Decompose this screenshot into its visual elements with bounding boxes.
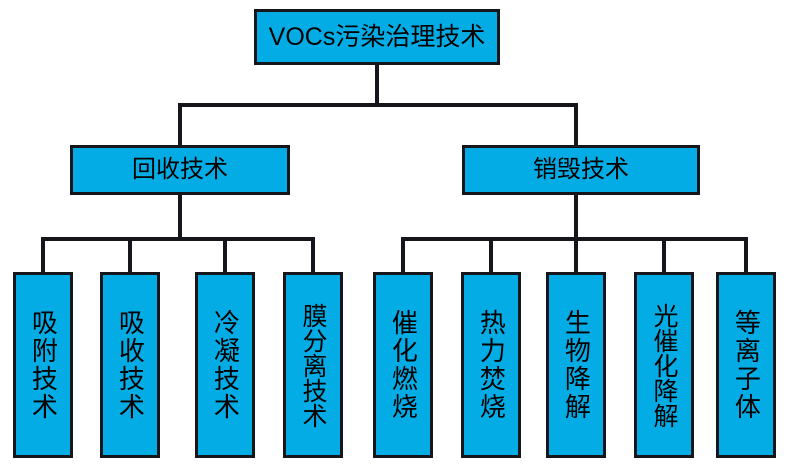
node-membrane-separation[interactable]: 膜分离技术 xyxy=(283,272,343,458)
connector-drop-thermal-incineration xyxy=(489,237,493,274)
node-recovery[interactable]: 回收技术 xyxy=(70,145,290,195)
connector-drop-recovery xyxy=(178,103,182,147)
node-absorption-label: 吸收技术 xyxy=(115,309,146,421)
node-plasma[interactable]: 等离子体 xyxy=(716,272,776,458)
connector-drop-destruction xyxy=(574,103,578,147)
connector-drop-photocatalytic xyxy=(662,237,666,274)
connector-drop-biodegradation xyxy=(574,237,578,274)
connector-level2-bus xyxy=(178,103,578,107)
connector-drop-plasma xyxy=(744,237,748,274)
connector-left-leaf-bus xyxy=(41,237,315,241)
node-condensation[interactable]: 冷凝技术 xyxy=(195,272,255,458)
connector-drop-condensation xyxy=(223,237,227,274)
connector-drop-catalytic-combustion xyxy=(401,237,405,274)
connector-drop-absorption xyxy=(128,237,132,274)
connector-recovery-stem xyxy=(178,195,182,239)
node-root-label: VOCs污染治理技术 xyxy=(268,22,486,51)
node-adsorption-label: 吸附技术 xyxy=(28,309,59,421)
node-destruction[interactable]: 销毁技术 xyxy=(462,145,700,195)
node-photocatalytic-degradation-label: 光催化降解 xyxy=(650,302,678,428)
connector-root-stem xyxy=(375,65,379,105)
connector-drop-membrane xyxy=(311,237,315,274)
node-thermal-incineration-label: 热力焚烧 xyxy=(476,309,507,421)
node-photocatalytic-degradation[interactable]: 光催化降解 xyxy=(634,272,694,458)
node-recovery-label: 回收技术 xyxy=(132,156,228,183)
node-destruction-label: 销毁技术 xyxy=(533,156,629,183)
node-root[interactable]: VOCs污染治理技术 xyxy=(254,9,500,65)
node-biodegradation-label: 生物降解 xyxy=(561,309,592,421)
connector-drop-adsorption xyxy=(41,237,45,274)
node-biodegradation[interactable]: 生物降解 xyxy=(546,272,606,458)
node-membrane-separation-label: 膜分离技术 xyxy=(299,302,327,428)
node-plasma-label: 等离子体 xyxy=(731,309,762,421)
node-absorption[interactable]: 吸收技术 xyxy=(100,272,160,458)
connector-destruction-stem xyxy=(574,195,578,239)
node-condensation-label: 冷凝技术 xyxy=(210,309,241,421)
node-catalytic-combustion-label: 催化燃烧 xyxy=(388,309,419,421)
node-adsorption[interactable]: 吸附技术 xyxy=(13,272,73,458)
node-thermal-incineration[interactable]: 热力焚烧 xyxy=(461,272,521,458)
node-catalytic-combustion[interactable]: 催化燃烧 xyxy=(373,272,433,458)
